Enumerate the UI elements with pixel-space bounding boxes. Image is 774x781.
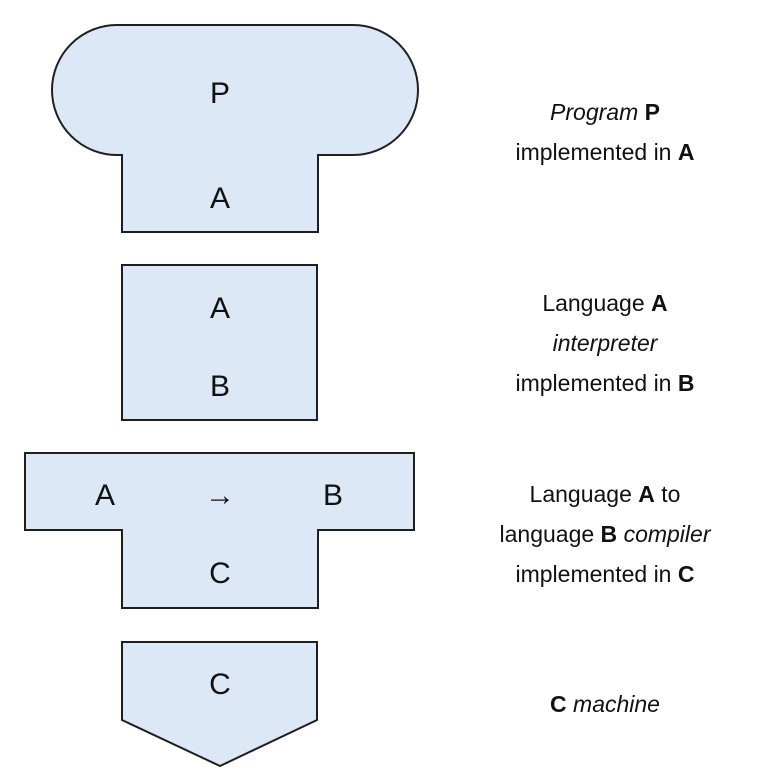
compiler-caption-line-1: Language A to	[470, 474, 740, 514]
compiler-caption: Language A to language B compiler implem…	[470, 474, 740, 594]
interpreter-implemented-in: implemented in	[515, 370, 672, 396]
interpreter-word: interpreter	[552, 330, 658, 356]
interpreter-implementation-language: B	[677, 370, 695, 396]
machine-language: C	[550, 691, 567, 717]
interpreter-tombstone: A B	[121, 264, 318, 421]
compiler-source-label: A	[95, 479, 115, 512]
compiler-to-word: to	[661, 481, 681, 507]
interpreter-caption-line-1: Language A	[470, 283, 740, 323]
interpreter-shape	[121, 264, 318, 421]
compiler-arrow: →	[205, 479, 235, 512]
compiler-target-language: B	[600, 521, 618, 547]
program-implementation-language: A	[677, 139, 695, 165]
interpreter-source-language: A	[651, 290, 668, 316]
compiler-caption-line-3: implemented in C	[470, 554, 740, 594]
compiler-shape	[24, 452, 415, 609]
program-bottom-label: A	[210, 182, 230, 215]
program-implemented-in: implemented in	[515, 139, 672, 165]
program-shape-outline	[51, 24, 419, 233]
program-caption-line-2: implemented in A	[470, 132, 740, 172]
program-top-label: P	[210, 77, 230, 110]
interpreter-caption-line-3: implemented in B	[470, 363, 740, 403]
compiler-target-label: B	[323, 479, 343, 512]
compiler-tombstone: A → B C	[24, 452, 415, 609]
compiler-language-word-lower: language	[499, 521, 595, 547]
interpreter-caption: Language A interpreter implemented in B	[470, 283, 740, 403]
machine-tombstone: C	[121, 641, 318, 768]
program-caption: Program P implemented in A	[470, 92, 740, 172]
machine-shape	[121, 641, 318, 768]
interpreter-bottom-label: B	[210, 370, 230, 403]
interpreter-top-label: A	[210, 292, 230, 325]
program-word: Program	[550, 99, 639, 125]
program-name: P	[644, 99, 660, 125]
program-tombstone: P A	[51, 24, 419, 233]
interpreter-caption-line-2: interpreter	[470, 323, 740, 363]
compiler-word: compiler	[623, 521, 711, 547]
machine-word: machine	[573, 691, 660, 717]
interpreter-language-word: Language	[542, 290, 645, 316]
compiler-implemented-in: implemented in	[515, 561, 672, 587]
compiler-implementation-language: C	[677, 561, 695, 587]
compiler-source-language: A	[638, 481, 655, 507]
compiler-bottom-label: C	[209, 557, 231, 590]
machine-caption: C machine	[470, 684, 740, 724]
machine-caption-line-1: C machine	[470, 684, 740, 724]
compiler-caption-line-2: language B compiler	[470, 514, 740, 554]
compiler-language-word: Language	[529, 481, 632, 507]
program-caption-line-1: Program P	[470, 92, 740, 132]
machine-label: C	[209, 668, 231, 701]
